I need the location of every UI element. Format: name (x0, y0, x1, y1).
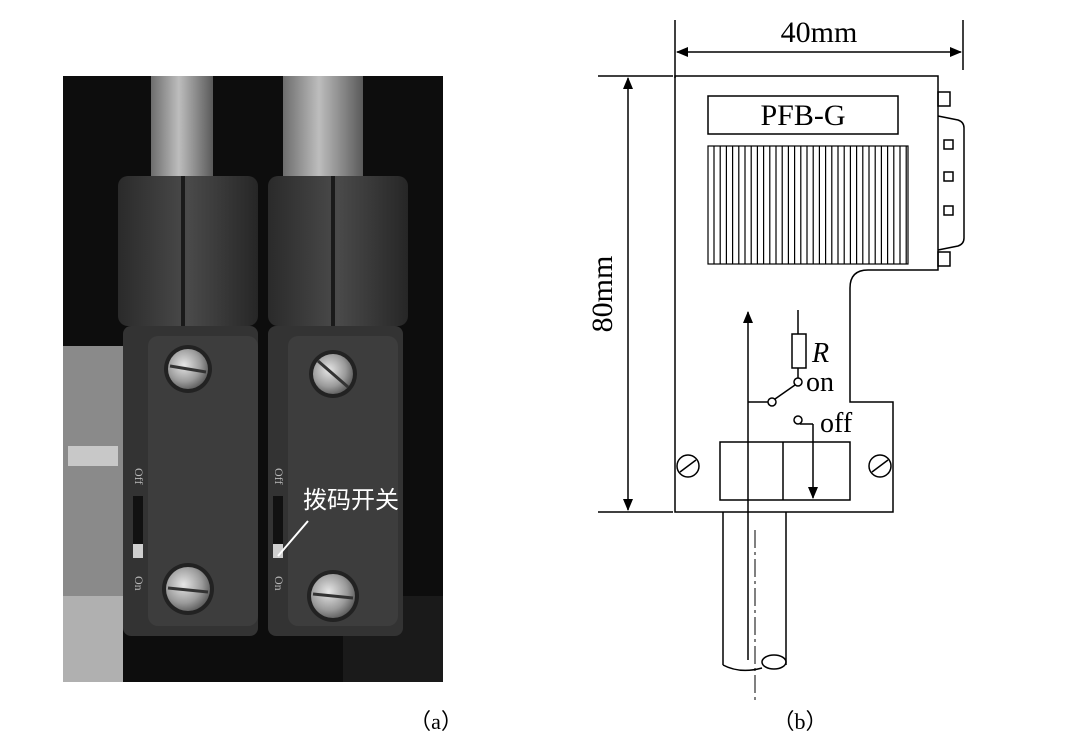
ventilation-grill-frame (707, 145, 909, 265)
backdrop-label (63, 596, 123, 682)
backdrop-strip (68, 446, 118, 466)
left-connector (118, 176, 258, 636)
width-dimension-label: 40mm (781, 16, 858, 49)
dsub-shell (937, 115, 965, 251)
switch-on-label: on (806, 367, 834, 398)
right-connector (268, 176, 408, 636)
resistor-symbol (791, 333, 807, 369)
switch-contact-on (793, 377, 803, 387)
ventilation-grill (707, 145, 909, 265)
switch-off-label: off (820, 408, 853, 439)
cable-end-ellipse (761, 654, 787, 670)
dsub-tab-top (937, 91, 951, 107)
switch-contact-off (793, 415, 803, 425)
dsub-pin-3 (943, 205, 954, 216)
housing-outline (674, 75, 939, 513)
left-screw-icon (676, 454, 700, 478)
switch-callout-label: 拨码开关 (303, 486, 399, 514)
switch-pivot (767, 397, 777, 407)
connector-diagram-graphic: 40mm 80mm PFB-G R on off (586, 16, 965, 700)
connector-photo: Off On Off On 拨码开关 (63, 76, 443, 682)
right-switch-on-mark: On (272, 576, 286, 591)
left-switch-off-mark: Off (132, 468, 146, 484)
switch-blade (774, 384, 796, 400)
connector-photo-graphic: Off On Off On 拨码开关 (63, 76, 443, 682)
dsub-pin-2 (943, 171, 954, 182)
label-box (707, 95, 899, 135)
switch-callout-line (277, 520, 309, 557)
label-box-text: PFB-G (760, 99, 845, 132)
dsub-pin-1 (943, 139, 954, 150)
right-screw-icon (868, 454, 892, 478)
right-screw-slot (871, 459, 889, 473)
cable-end-curve (722, 664, 763, 672)
terminal-block (719, 441, 851, 501)
left-screw-slot (679, 459, 697, 473)
caption-a: （a） (409, 709, 463, 734)
right-switch-off-mark: Off (272, 468, 286, 484)
dsub-tab-bottom (937, 251, 951, 267)
left-switch-on-mark: On (132, 576, 146, 591)
height-dimension-label: 80mm (586, 256, 619, 333)
resistor-label: R (811, 338, 829, 369)
caption-b: （b） (772, 709, 828, 734)
connector-diagram: 40mm 80mm PFB-G R on off (560, 10, 980, 700)
